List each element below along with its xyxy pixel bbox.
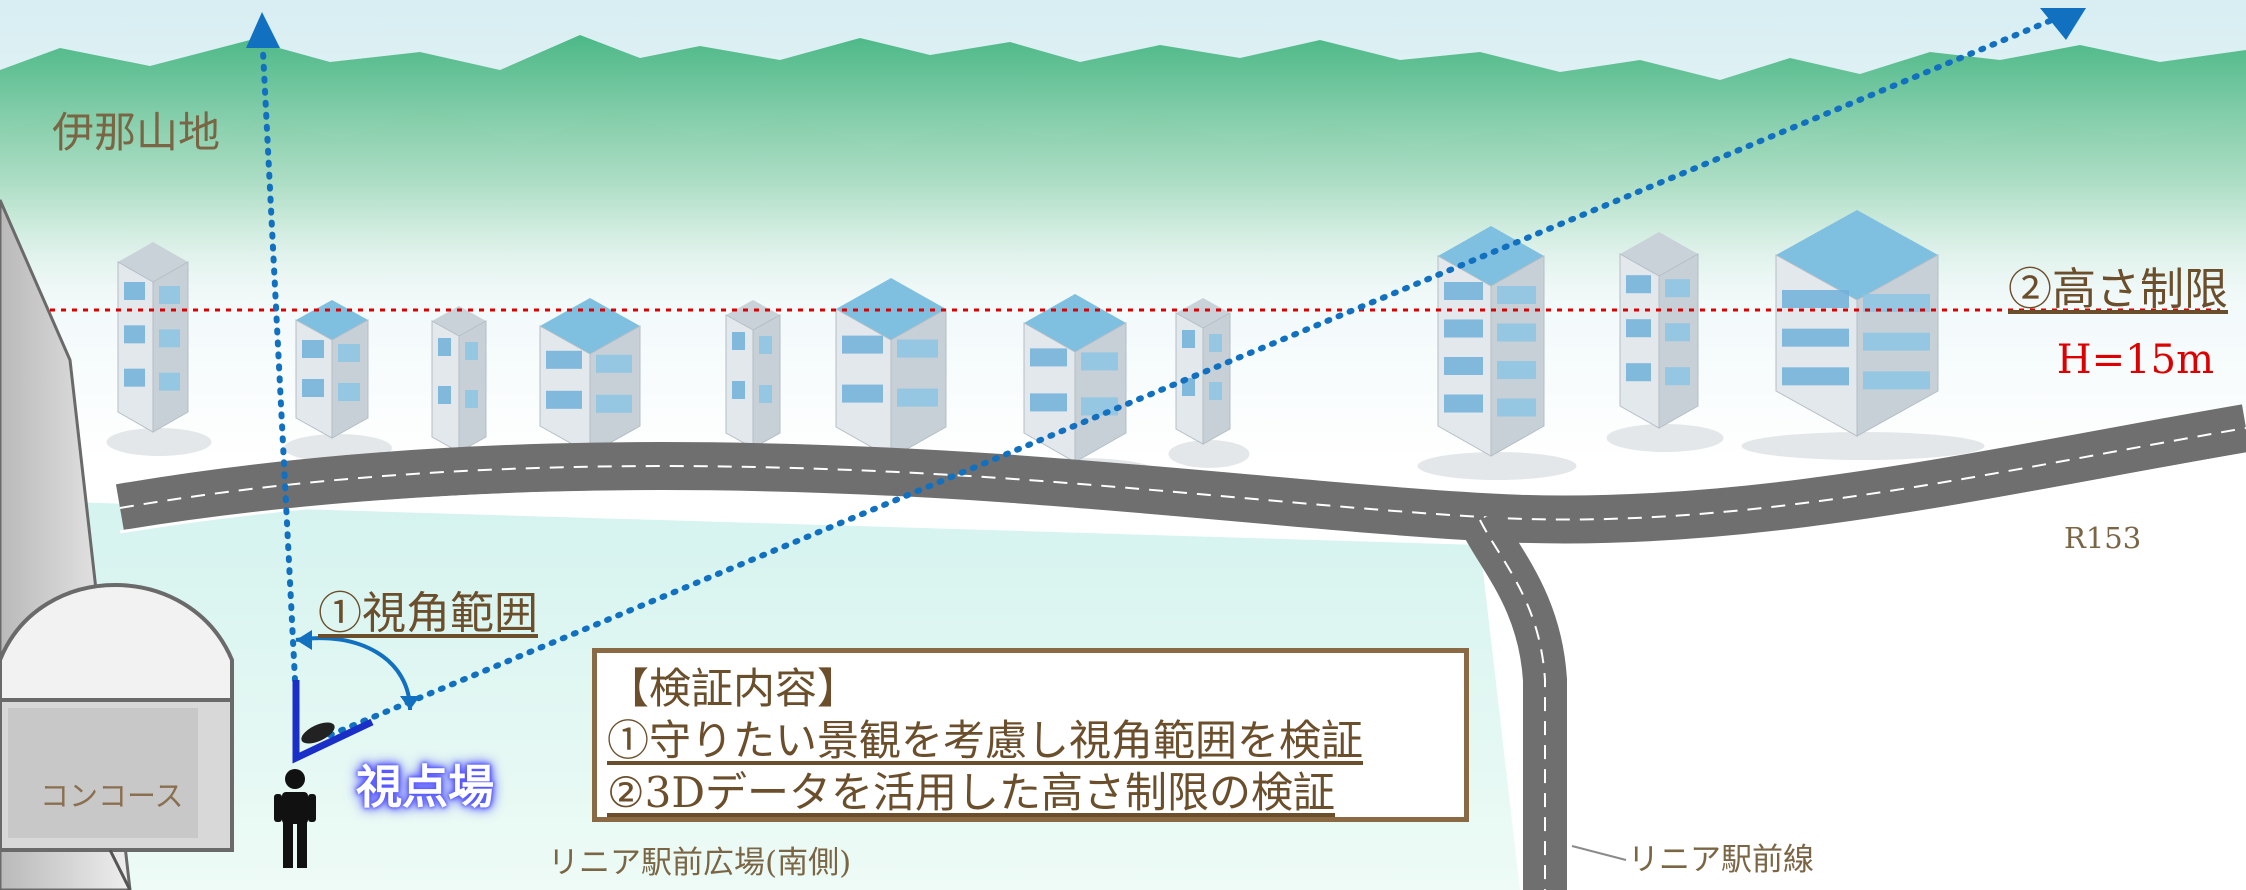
building — [521, 298, 671, 478]
building — [106, 242, 212, 456]
station-line-label: リニア駅前線 — [1628, 842, 1814, 878]
buildings — [106, 210, 1985, 486]
viewpoint-eye — [301, 722, 335, 744]
mountains-label: 伊那山地 — [52, 108, 221, 157]
verification-box: 【検証内容】 ①守りたい景観を考慮し視角範囲を検証 ②3Dデータを活用した高さ制… — [592, 648, 1469, 822]
person-icon — [274, 769, 316, 868]
concourse-label: コンコース — [40, 779, 184, 813]
sight-line-vertical-arrowhead — [246, 12, 280, 48]
verification-item: ②3Dデータを活用した高さ制限の検証 — [607, 768, 1336, 817]
building — [1168, 298, 1250, 468]
building — [1417, 226, 1577, 480]
view-angle-label: ①視角範囲 — [318, 588, 538, 639]
sight-line-diagonal — [327, 17, 2055, 738]
view-angle-arrow-left — [296, 630, 312, 650]
road-r153-centerline — [119, 427, 2246, 521]
view-angle-arc — [295, 636, 412, 711]
height-limit-label: ②高さ制限 — [2008, 264, 2228, 315]
station-edge-line — [108, 849, 132, 890]
verification-heading: 【検証内容】 — [607, 664, 860, 713]
road-route-label: R153 — [2064, 521, 2142, 555]
viewpoint-label: 視点場 — [356, 760, 494, 814]
building — [424, 306, 506, 476]
sight-line-vertical — [259, 29, 298, 683]
viewpoint-marker — [292, 680, 374, 764]
concourse-inner — [8, 708, 198, 838]
road-r153-edge — [119, 452, 2246, 548]
building — [1741, 210, 1985, 460]
sight-line-diagonal-arrowhead — [2040, 8, 2086, 40]
station-line-leader — [1571, 845, 1627, 861]
verification-item: ①守りたい景観を考慮し視角範囲を検証 — [607, 716, 1364, 765]
view-angle-arrow-right — [400, 696, 420, 710]
concourse-arch — [0, 583, 234, 702]
plaza-label: リニア駅前広場(南側) — [548, 845, 852, 881]
height-value-label: H=15m — [2056, 337, 2214, 383]
building — [1606, 232, 1724, 452]
road-station-line-centerline — [1479, 519, 1546, 890]
